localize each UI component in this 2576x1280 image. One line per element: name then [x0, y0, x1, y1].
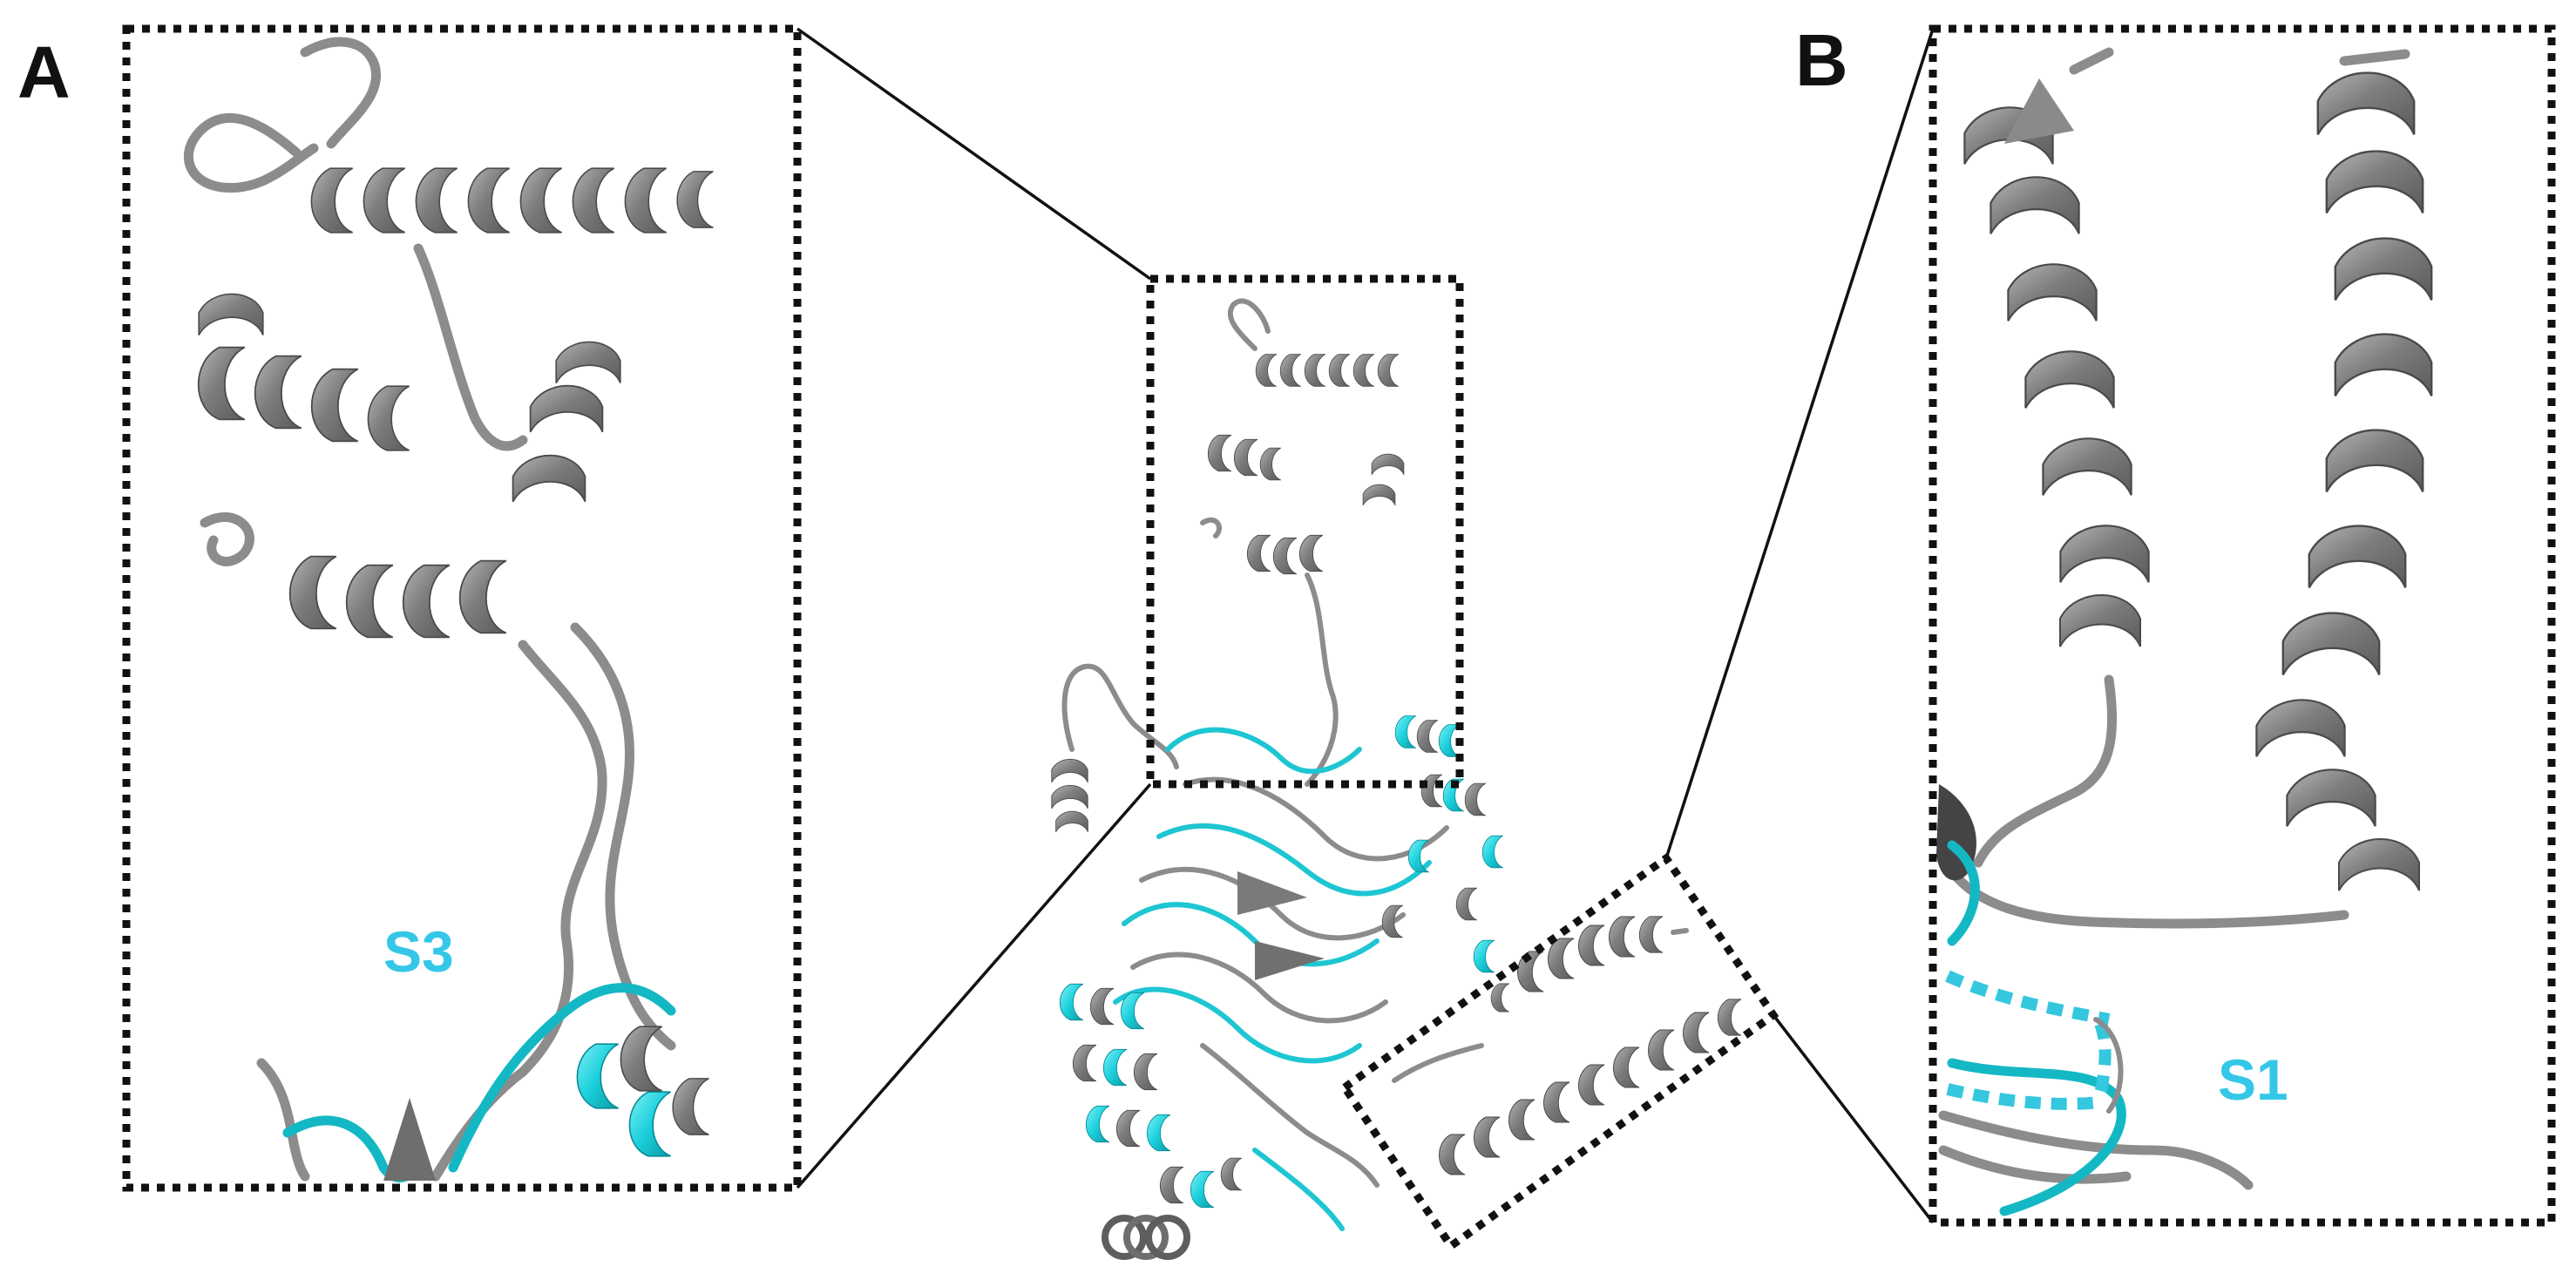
overview-box-a	[1146, 274, 1464, 789]
dashed-segment-b2	[1946, 1083, 2101, 1110]
loop-a-strand1	[518, 640, 607, 1077]
dashed-segment-b1	[1945, 970, 2111, 1026]
overview-left-helix	[1051, 663, 1179, 833]
region-label-s3: S3	[383, 919, 454, 984]
helix-a-top	[310, 167, 715, 234]
loop-a-strand4	[256, 1058, 310, 1182]
overview-top-domain	[1200, 298, 1405, 787]
loop-b-3	[1938, 1110, 2254, 1190]
cyan-loop-a2	[448, 983, 676, 1173]
loop-b-2	[1947, 866, 2349, 929]
helix-a-left	[197, 293, 410, 451]
connector-a-top	[796, 27, 1152, 281]
cyan-helix-a	[576, 1026, 710, 1157]
loop-a-link	[413, 243, 528, 451]
overview-main-body	[1059, 714, 1510, 1260]
loop-b-1	[1973, 674, 2118, 868]
loop-b-4	[1938, 1145, 2132, 1184]
loop-a-knot	[200, 512, 254, 566]
region-label-s1: S1	[2218, 1047, 2288, 1112]
connector-b-top	[1664, 28, 1935, 859]
overview-box-b	[1339, 852, 1779, 1252]
loop-a-strand2	[570, 622, 676, 1051]
connector-a-bottom	[796, 782, 1152, 1189]
loop-a-top	[183, 112, 319, 193]
helix-b-right	[2254, 49, 2433, 892]
inset-a	[183, 37, 715, 1182]
helix-b-left	[1963, 47, 2151, 648]
panel-a-letter: A	[17, 31, 71, 113]
dashed-segment-b3	[2092, 1021, 2112, 1102]
inset-b-frame	[1929, 24, 2556, 1227]
structure-overview	[1051, 298, 1742, 1260]
inset-b	[1936, 47, 2433, 1216]
strand-arrow-a	[383, 1098, 436, 1181]
connector-b-bottom	[1772, 1013, 1935, 1224]
loop-a-peak	[300, 37, 382, 149]
inset-a-frame	[122, 24, 802, 1192]
cyan-loop-b1	[1947, 840, 1980, 946]
overview-double-helix	[1392, 916, 1742, 1175]
panel-b-letter: B	[1795, 19, 1848, 101]
